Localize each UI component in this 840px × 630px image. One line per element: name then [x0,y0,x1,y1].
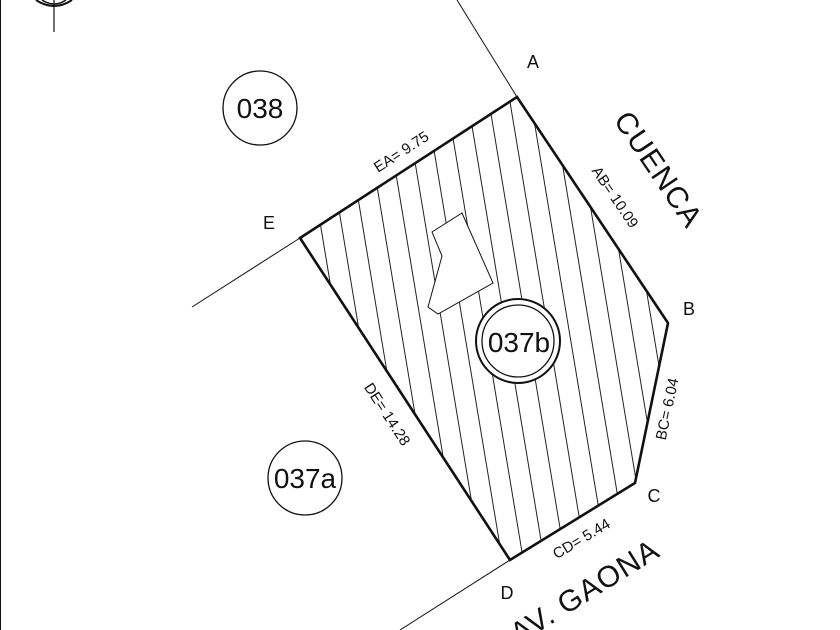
lot-038-circle [222,70,298,146]
hatch-line [0,60,68,600]
hatch-line [104,60,194,600]
hatch-line [300,97,363,560]
hatch-line [300,97,384,560]
hatch-line [125,60,215,600]
lot-037a-label: 037a [274,463,337,494]
hatch-line [713,60,803,600]
north-arrow-icon [35,0,73,32]
lot-037b-label: 037b [488,327,550,358]
hatch-line [692,60,782,600]
hatch-line [797,60,840,600]
hatch-line [649,97,668,560]
measure-de-label: DE= 14.28 [360,380,413,449]
hatch-line [146,60,236,600]
measure-ea-label: EA= 9.75 [371,128,432,176]
hatch-line [20,60,110,600]
boundary-line-west [191,237,301,308]
vertex-c-label: C [648,486,661,506]
hatch-line [0,60,89,600]
hatch-line [0,60,26,600]
lot-038-label: 038 [237,93,284,124]
lot-037a-circle [267,440,343,516]
hatch-line [818,60,840,600]
measure-bc-label: BC= 6.04 [653,377,683,442]
boundary-line-south [399,559,511,630]
vertex-e-label: E [263,213,275,233]
building-footprint [427,212,494,315]
hatch-line [0,60,47,600]
lot-037b-outline [298,95,670,562]
hatch-line [734,60,824,600]
hatch-line [776,60,840,600]
boundary-line-north [456,0,518,98]
hatch-line [62,60,152,600]
hatch-line [355,97,447,560]
hatch-line [671,60,761,600]
lot-037b-inner-circle [481,304,555,378]
vertex-a-label: A [527,52,539,72]
hatch-line [41,60,131,600]
measure-ab-label: AB= 10.09 [588,164,642,232]
hatch-line [755,60,840,600]
hatch-line [83,60,173,600]
vertex-b-label: B [683,299,695,319]
vertex-d-label: D [501,583,514,603]
